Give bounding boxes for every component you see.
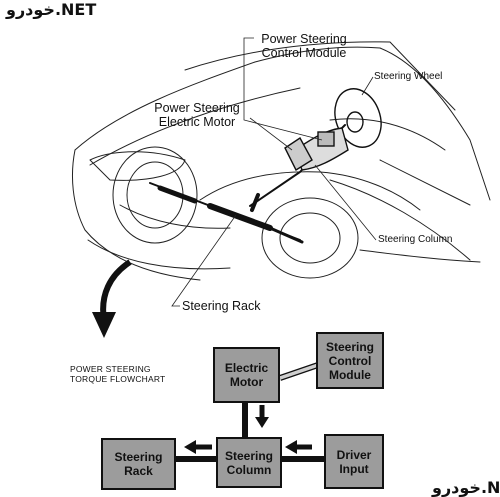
callout-electric-motor: Power Steering Electric Motor [148,101,246,129]
watermark-bottom: خودرو.NET [432,478,500,497]
rear-wheel-inner [279,212,341,264]
leader-control-module [243,37,323,141]
callout-control-module-line2: Control Module [261,46,347,60]
floor-line [359,249,481,263]
bumper [87,239,231,270]
dash-line [329,118,446,151]
leader-steering-wheel [361,76,374,96]
flow-box-electric-motor-line1: Electric [224,361,269,375]
headlight [89,151,186,181]
flowchart-title-line2: TORQUE FLOWCHART [70,374,166,384]
flow-box-control-module-line1: Steering [325,339,374,354]
hood-outline [74,46,381,151]
connector-motor-to-column [242,402,248,438]
flow-box-steering-rack: Steering Rack [101,438,176,490]
arrow-to-column-head [285,440,297,454]
front-wheel [112,146,198,244]
flow-box-driver-input-line2: Input [339,461,369,476]
steering-rack-boot [157,185,198,204]
callout-electric-motor-line2: Electric Motor [158,115,236,129]
arrow-to-rack-head [184,440,196,454]
flow-box-electric-motor: Electric Motor [213,347,280,403]
flow-box-electric-motor-line2: Motor [229,375,264,389]
side-line [329,179,471,261]
steering-wheel-rim [334,88,382,148]
connector-module-to-motor-inner [279,363,319,380]
fender [199,171,421,211]
callout-steering-rack: Steering Rack [182,299,261,313]
door-line [379,159,471,206]
flow-box-steering-column: Steering Column [216,437,282,488]
front-face [71,149,201,281]
steering-rack-housing [207,203,273,231]
callout-control-module: Power Steering Control Module [256,32,352,60]
hood-crease [89,87,301,166]
steering-column-lower [250,193,260,212]
leader-electric-motor [249,117,293,151]
flow-box-driver-input: Driver Input [324,434,384,489]
callout-electric-motor-line1: Power Steering [154,101,240,115]
connector-rack-to-column [176,456,218,462]
steering-tie-rod [268,226,304,244]
steering-wheel-hub [346,111,364,133]
curved-arrow-head [92,312,116,338]
flowchart-title-line1: POWER STEERING [70,364,151,374]
a-pillar [379,47,491,201]
rear-wheel [261,197,359,279]
control-module-block [317,131,335,147]
callout-steering-column: Steering Column [378,234,453,245]
callout-steering-wheel: Steering Wheel [374,71,443,82]
flow-box-control-module-line3: Module [328,367,371,382]
curved-arrow [100,259,132,321]
leader-steering-rack [171,214,237,307]
flow-box-steering-rack-line2: Rack [124,464,153,478]
watermark-top: خودرو.NET [6,0,97,19]
flow-box-steering-rack-line1: Steering [114,450,163,464]
flow-box-control-module-line2: Control [328,353,372,368]
flow-box-steering-column-line1: Steering [224,448,273,463]
flowchart-title: POWER STEERING TORQUE FLOWCHART [70,364,165,384]
flow-box-control-module: Steering Control Module [316,332,384,389]
connector-column-to-driver [282,456,324,462]
windshield-line [184,41,456,111]
leader-steering-column [314,164,377,241]
flow-box-steering-column-line2: Column [226,462,272,477]
arrow-motor-down-head [255,417,269,428]
flow-box-driver-input-line1: Driver [336,447,372,462]
power-steering-motor [284,136,313,172]
callout-control-module-line1: Power Steering [261,32,347,46]
